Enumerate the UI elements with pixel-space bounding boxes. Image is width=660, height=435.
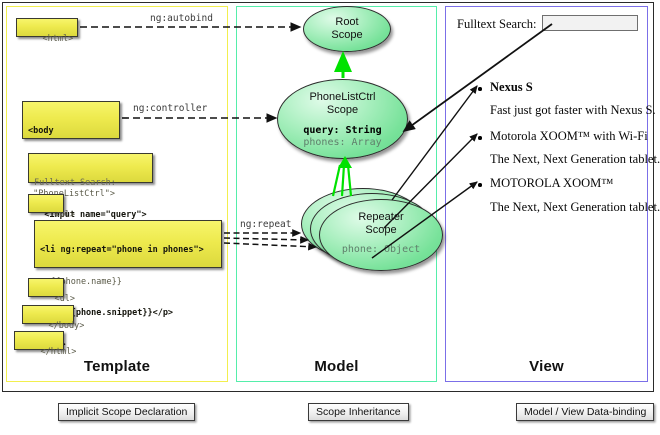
template-box-body-close: </body> (22, 305, 84, 331)
edge-label-controller: ng:controller (133, 103, 208, 114)
legend: Implicit Scope Declaration Scope Inherit… (0, 393, 660, 435)
column-label-view: View (529, 358, 564, 375)
scope-root-title-1: Root (335, 16, 359, 28)
template-box-li-repeat: <li ng:repeat="phone in phones"> {{phone… (34, 220, 222, 350)
template-box-html-close-text: </html> (40, 346, 77, 357)
view-item-snippet-1: The Next, Next Generation tablet. (490, 152, 660, 166)
view-item-name-2: MOTOROLA XOOM™ (490, 176, 614, 190)
scope-repeater: Repeater Scope phone: Object (319, 199, 443, 271)
column-label-model: Model (314, 358, 359, 375)
template-box-fulltext-search: Fulltext Search: <input name="query"> (28, 153, 153, 220)
template-box-body-open: <body ng:controller= "PhoneListCtrl"> (22, 101, 120, 199)
template-box-body-open-line1: <body (28, 126, 54, 136)
template-box-li-line1: <li ng:repeat="phone in phones"> (40, 245, 204, 255)
scope-phonelistctrl-prop-query: query: String (303, 125, 382, 136)
template-box-body-close-text: </body> (48, 320, 85, 331)
view-bullet-icon (478, 136, 482, 140)
column-view: View (445, 6, 648, 382)
scope-phonelistctrl-title-2: Scope (326, 104, 359, 116)
scope-phonelistctrl: PhoneListCtrl Scope query: String phones… (277, 79, 408, 159)
template-box-ul-open-text: <ul> (54, 209, 75, 220)
template-box-html-close: </html> (14, 331, 76, 357)
template-box-ul-close: <ul> (28, 278, 75, 304)
template-box-li-line2: {{phone.name}} (40, 276, 122, 287)
template-box-ul-open: <ul> (28, 194, 75, 220)
scope-root-title-2: Scope (331, 29, 363, 41)
template-box-fulltext-label: Fulltext Search: (34, 178, 116, 188)
template-box-fulltext-input: <input name="query"> (34, 209, 147, 220)
view-search-input[interactable] (542, 15, 638, 31)
scope-phonelistctrl-prop-phones: phones: Array (303, 137, 382, 148)
scope-repeater-prop-phone: phone: Object (341, 244, 421, 255)
scope-root: Root Scope (303, 6, 391, 52)
legend-item-model-view-data-binding: Model / View Data-binding (516, 403, 655, 421)
template-box-ul-close-text: <ul> (54, 293, 75, 304)
template-box-li-line3: <p>{{phone.snippet}}</p> (40, 308, 174, 318)
view-bullet-icon (478, 183, 482, 187)
scope-repeater-title-1: Repeater (358, 211, 404, 223)
view-item-snippet-0: Fast just got faster with Nexus S. (490, 103, 656, 117)
scope-phonelistctrl-title-1: PhoneListCtrl (309, 91, 376, 103)
legend-item-scope-inheritance: Scope Inheritance (308, 403, 409, 421)
column-label-template: Template (83, 358, 151, 375)
legend-item-implicit-scope-declaration: Implicit Scope Declaration (58, 403, 196, 421)
template-box-html-open-text: <html> (42, 33, 74, 44)
view-bullet-icon (478, 87, 482, 91)
template-box-html-open: <html> (16, 18, 78, 44)
view-item-snippet-2: The Next, Next Generation tablet. (490, 200, 660, 214)
edge-label-repeat: ng:repeat (240, 219, 292, 230)
edge-label-autobind: ng:autobind (150, 13, 213, 24)
template-box-body-open-line3: "PhoneListCtrl"> (28, 189, 115, 199)
view-search-label: Fulltext Search: (457, 17, 537, 31)
scope-repeater-title-2: Scope (365, 224, 397, 236)
view-item-name-0: Nexus S (490, 80, 533, 94)
view-item-name-1: Motorola XOOM™ with Wi-Fi (490, 129, 648, 143)
